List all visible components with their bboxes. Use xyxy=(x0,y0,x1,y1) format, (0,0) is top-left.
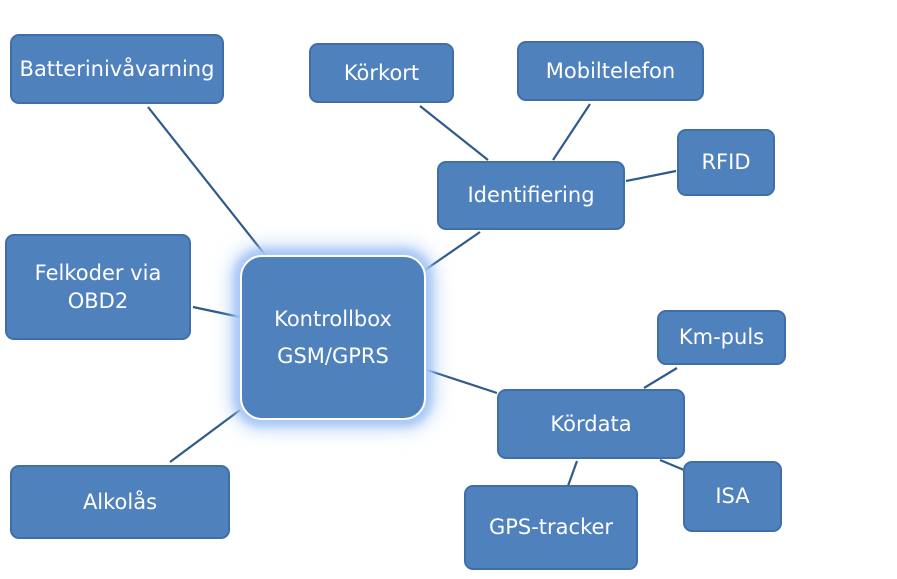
connector-mobile-identification xyxy=(552,103,591,161)
node-gps-tracker: GPS-tracker xyxy=(464,485,638,570)
node-battery-warning: Batterinivåvarning xyxy=(10,34,224,104)
connector-battery-center xyxy=(147,106,267,257)
connector-kmpulse-drivingdata xyxy=(643,367,678,389)
control-box-line1: Kontrollbox xyxy=(274,306,392,331)
node-identification: Identifiering xyxy=(437,161,625,230)
connector-gps-drivingdata xyxy=(566,460,579,487)
control-box-line2: GSM/GPRS xyxy=(277,343,389,368)
node-mobile-phone: Mobiltelefon xyxy=(517,41,704,101)
node-control-box: Kontrollbox GSM/GPRS xyxy=(240,255,426,420)
connector-center-identification xyxy=(424,231,481,271)
node-km-pulse: Km-puls xyxy=(657,310,786,365)
connector-rfid-identification xyxy=(625,169,677,183)
node-license: Körkort xyxy=(309,43,454,103)
connector-center-drivingdata xyxy=(426,368,498,395)
node-driving-data: Kördata xyxy=(497,389,685,459)
connector-faultcodes-center xyxy=(192,305,241,319)
node-rfid: RFID xyxy=(677,129,775,196)
connector-license-identification xyxy=(419,105,489,161)
connector-isa-drivingdata xyxy=(659,458,685,472)
node-isa: ISA xyxy=(683,461,782,532)
connector-alcolock-center xyxy=(169,409,241,463)
node-alcolock: Alkolås xyxy=(10,465,230,539)
node-fault-codes: Felkoder via OBD2 xyxy=(5,234,191,340)
